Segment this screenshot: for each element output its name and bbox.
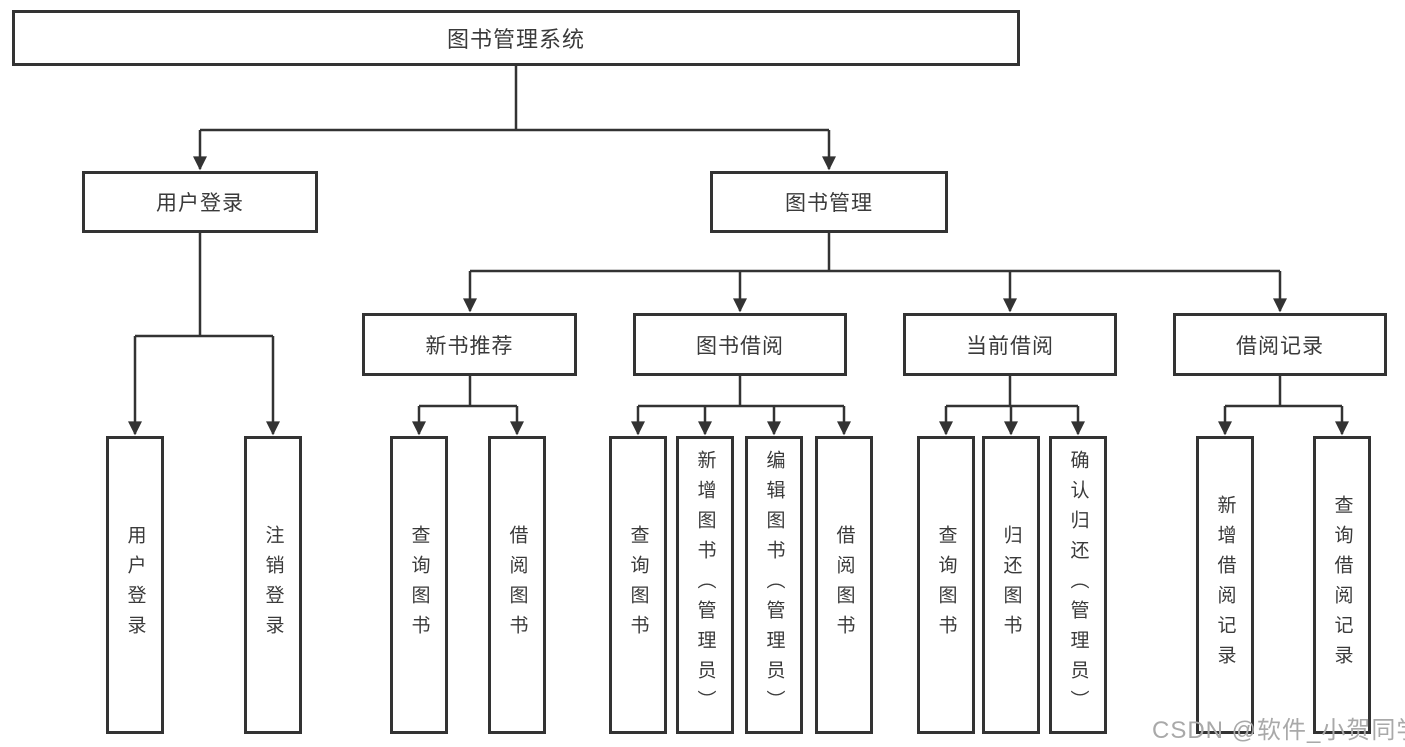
node-label: 新增图书（管理员） bbox=[694, 450, 716, 720]
node-label: 用户登录 bbox=[156, 192, 244, 215]
node-book-management-system: 图书管理系统 bbox=[12, 10, 1020, 66]
node-label: 查询借阅记录 bbox=[1331, 495, 1353, 675]
leaf-newbook-borrow-books: 借阅图书 bbox=[488, 436, 546, 734]
node-label: 注销登录 bbox=[262, 525, 284, 645]
leaf-logout: 注销登录 bbox=[244, 436, 302, 734]
connector-newbook-branch bbox=[419, 376, 517, 408]
node-label: 借阅图书 bbox=[833, 525, 855, 645]
connector-currentborrow-branch bbox=[946, 376, 1078, 408]
connector-userlogin-branch bbox=[135, 233, 273, 338]
connector-bookborrow-branch bbox=[638, 376, 844, 408]
leaf-records-query-record: 查询借阅记录 bbox=[1313, 436, 1371, 734]
node-label: 查询图书 bbox=[627, 525, 649, 645]
leaf-user-login: 用户登录 bbox=[106, 436, 164, 734]
node-user-login: 用户登录 bbox=[82, 171, 318, 233]
node-label: 图书管理系统 bbox=[446, 27, 585, 52]
node-label: 用户登录 bbox=[124, 525, 146, 645]
leaf-borrow-add-book-admin: 新增图书（管理员） bbox=[676, 436, 734, 734]
leaf-borrow-borrow-books: 借阅图书 bbox=[815, 436, 873, 734]
node-borrow-records: 借阅记录 bbox=[1173, 313, 1387, 376]
node-label: 查询图书 bbox=[935, 525, 957, 645]
node-label: 当前借阅 bbox=[966, 334, 1054, 358]
node-book-management: 图书管理 bbox=[710, 171, 948, 233]
leaf-newbook-query-books: 查询图书 bbox=[390, 436, 448, 734]
connector-borrowrecords-branch bbox=[1225, 376, 1342, 408]
node-label: 新书推荐 bbox=[425, 334, 514, 358]
leaf-records-add-record: 新增借阅记录 bbox=[1196, 436, 1254, 734]
leaf-current-query-books: 查询图书 bbox=[917, 436, 975, 734]
leaf-current-return-books: 归还图书 bbox=[982, 436, 1040, 734]
node-label: 新增借阅记录 bbox=[1214, 495, 1236, 675]
node-label: 编辑图书（管理员） bbox=[763, 450, 785, 720]
node-label: 归还图书 bbox=[1000, 525, 1022, 645]
node-label: 确认归还（管理员） bbox=[1067, 450, 1089, 720]
node-current-borrow: 当前借阅 bbox=[903, 313, 1117, 376]
node-label: 借阅记录 bbox=[1236, 334, 1324, 358]
node-label: 图书管理 bbox=[785, 192, 873, 215]
connector-bookmgmt-branch bbox=[470, 233, 1280, 273]
node-new-book-recommend: 新书推荐 bbox=[362, 313, 577, 376]
connector-root-branch bbox=[200, 66, 829, 132]
leaf-borrow-query-books: 查询图书 bbox=[609, 436, 667, 734]
csdn-watermark: CSDN @软件_小贺同学 bbox=[1152, 717, 1405, 744]
node-label: 图书借阅 bbox=[696, 334, 784, 358]
leaf-borrow-edit-book-admin: 编辑图书（管理员） bbox=[745, 436, 803, 734]
node-book-borrow: 图书借阅 bbox=[633, 313, 847, 376]
node-label: 借阅图书 bbox=[506, 525, 528, 645]
node-label: 查询图书 bbox=[408, 525, 430, 645]
leaf-current-confirm-return-admin: 确认归还（管理员） bbox=[1049, 436, 1107, 734]
